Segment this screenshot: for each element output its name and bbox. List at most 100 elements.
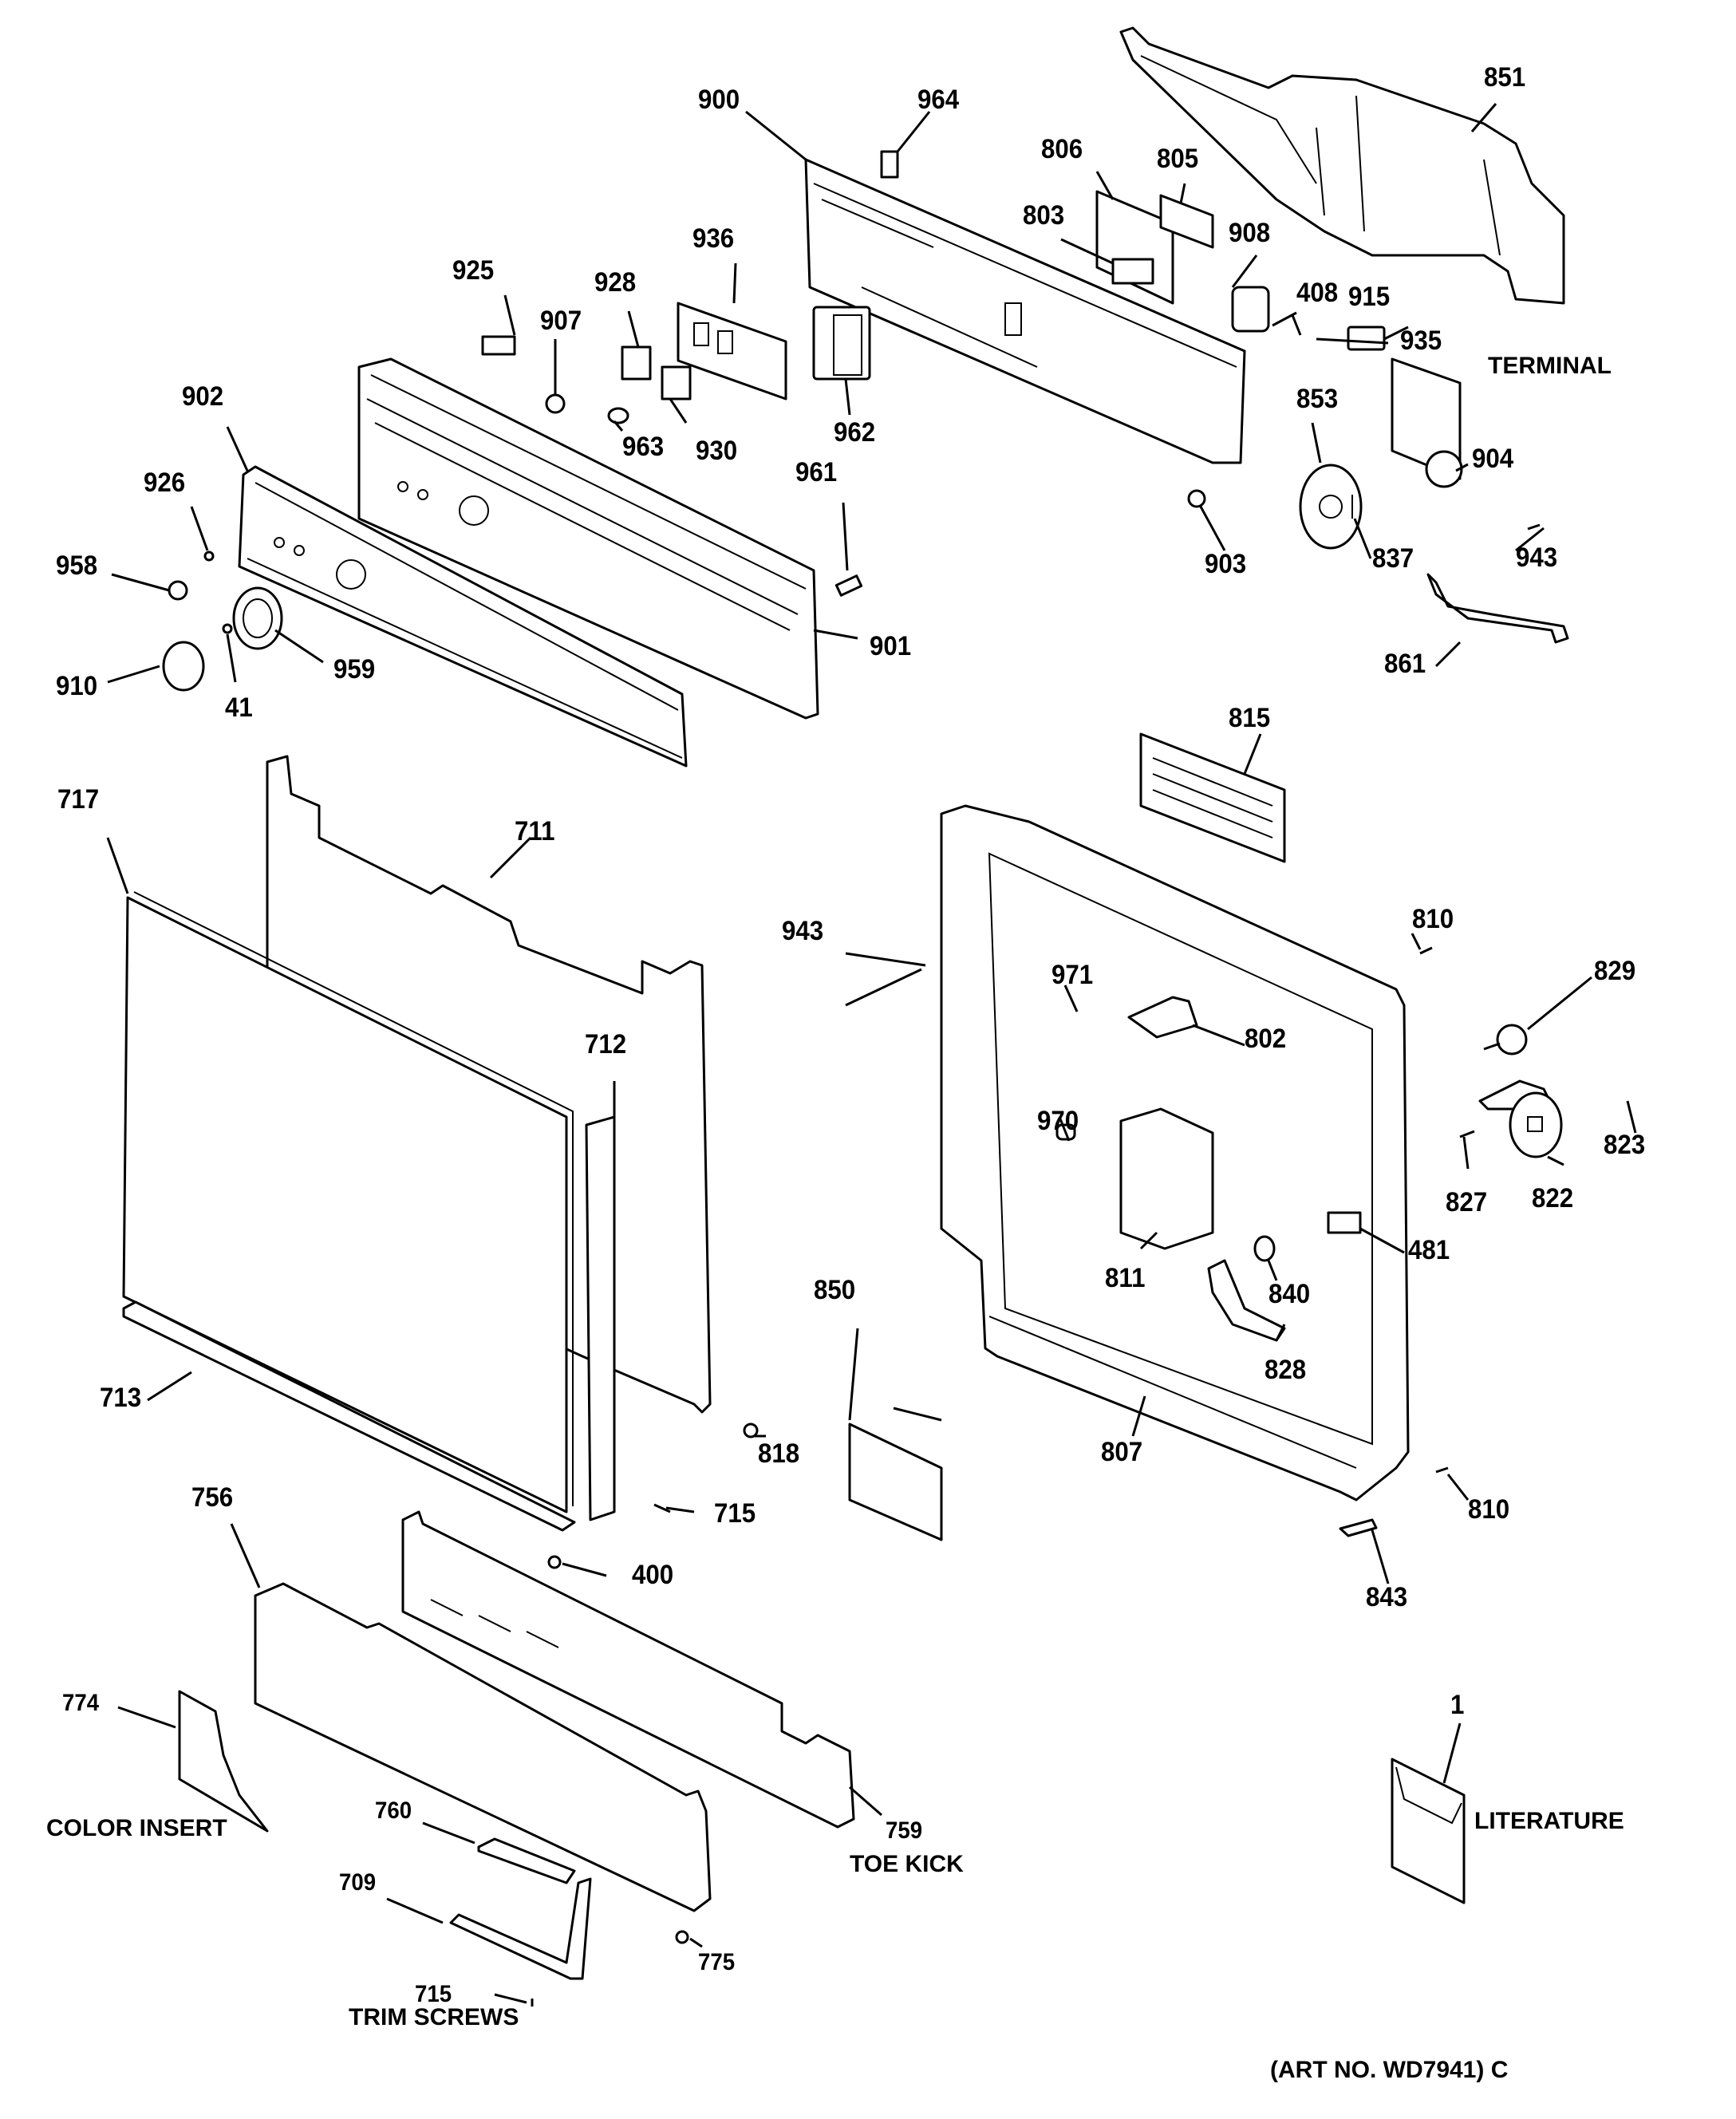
- label-910: 910: [56, 671, 98, 701]
- part-915-terminal: [1347, 326, 1386, 351]
- part-853-dial: [1299, 464, 1363, 550]
- part-925-component: [481, 335, 516, 356]
- part-760-bracket: [477, 1837, 576, 1884]
- part-851-duct: [1119, 26, 1565, 305]
- label-843: 843: [1366, 1582, 1408, 1612]
- label-811: 811: [1105, 1263, 1146, 1293]
- label-823: 823: [1604, 1130, 1646, 1160]
- label-805: 805: [1157, 144, 1199, 174]
- part-910-knob: [162, 641, 205, 692]
- part-774-color-insert: [178, 1690, 269, 1833]
- label-712: 712: [585, 1029, 627, 1060]
- part-900-control-frame: [804, 158, 1246, 464]
- label-818: 818: [758, 1438, 800, 1469]
- part-936-board: [677, 302, 787, 401]
- part-756-trim: [254, 1582, 712, 1912]
- part-715-screw: [653, 1503, 671, 1513]
- label-853: 853: [1296, 384, 1339, 414]
- part-811-dispenser: [1119, 1107, 1214, 1250]
- caption-trim-screws: TRIM SCREWS: [349, 2004, 519, 2030]
- part-904-timer: [1391, 357, 1463, 488]
- part-818-screw: [743, 1423, 759, 1438]
- art-number: (ART NO. WD7941) C: [1270, 2057, 1509, 2083]
- part-822-dial: [1509, 1091, 1563, 1158]
- label-715-trim: 715: [415, 1981, 452, 2007]
- label-717: 717: [57, 784, 100, 815]
- label-943-mid: 943: [782, 916, 824, 946]
- caption-color-insert: COLOR INSERT: [46, 1815, 227, 1841]
- part-943-screw: [1527, 523, 1541, 531]
- label-759: 759: [886, 1817, 923, 1844]
- part-961-pin: [834, 574, 863, 597]
- label-827: 827: [1446, 1187, 1488, 1217]
- part-408-screw: [1272, 311, 1297, 327]
- label-715-mid: 715: [714, 1498, 756, 1529]
- label-925: 925: [452, 255, 495, 286]
- part-959-bezel: [232, 586, 283, 650]
- label-901: 901: [870, 631, 912, 661]
- label-900: 900: [698, 85, 740, 115]
- part-843-clip: [1339, 1518, 1378, 1537]
- part-827-screw: [1459, 1130, 1475, 1138]
- label-400: 400: [632, 1560, 674, 1590]
- label-851: 851: [1484, 62, 1526, 93]
- part-964-clip: [880, 150, 899, 179]
- label-928: 928: [594, 267, 637, 298]
- label-915: 915: [1348, 282, 1391, 312]
- label-760: 760: [375, 1797, 412, 1824]
- label-810-top: 810: [1412, 904, 1454, 934]
- label-802: 802: [1245, 1024, 1287, 1054]
- part-810-screw-top: [1419, 946, 1433, 955]
- label-756: 756: [191, 1482, 234, 1513]
- part-907-button: [545, 393, 566, 414]
- part-41-clip: [222, 623, 233, 634]
- label-970: 970: [1037, 1106, 1079, 1136]
- part-829-knob: [1483, 1024, 1528, 1056]
- part-713-trim: [122, 1300, 576, 1532]
- part-840-spring: [1253, 1235, 1276, 1262]
- part-928-switch: [621, 345, 652, 381]
- label-902: 902: [182, 381, 224, 412]
- label-943-top: 943: [1516, 543, 1558, 573]
- part-806-board: [1095, 190, 1174, 305]
- part-943-screw-mid: [845, 968, 922, 1007]
- label-958: 958: [56, 550, 98, 581]
- part-717-door-panel: [122, 891, 574, 1513]
- label-907: 907: [540, 306, 582, 336]
- part-903-clip: [1187, 489, 1206, 508]
- label-828: 828: [1265, 1355, 1307, 1385]
- part-902-front-panel: [238, 465, 688, 767]
- label-775: 775: [698, 1949, 736, 1975]
- label-959: 959: [333, 654, 376, 685]
- part-901-console: [357, 357, 819, 720]
- part-709-bracket: [449, 1877, 592, 1980]
- label-926: 926: [144, 468, 186, 498]
- label-962: 962: [834, 417, 876, 448]
- part-926-clip: [203, 550, 215, 562]
- label-807: 807: [1101, 1437, 1143, 1467]
- leader-lines: [106, 103, 1637, 2004]
- label-904: 904: [1472, 444, 1514, 474]
- part-481-label: [1327, 1211, 1362, 1234]
- label-709: 709: [339, 1869, 377, 1896]
- label-481: 481: [1408, 1235, 1450, 1265]
- label-961: 961: [795, 457, 838, 487]
- caption-toe-kick: TOE KICK: [850, 1851, 964, 1877]
- label-1: 1: [1450, 1690, 1465, 1720]
- label-810-bottom: 810: [1468, 1494, 1510, 1525]
- label-822: 822: [1532, 1183, 1574, 1213]
- label-837: 837: [1372, 543, 1414, 574]
- label-903: 903: [1205, 549, 1247, 579]
- label-774: 774: [62, 1690, 100, 1716]
- label-963: 963: [622, 432, 665, 462]
- label-408: 408: [1296, 278, 1339, 308]
- part-400-fastener: [547, 1555, 562, 1569]
- label-829: 829: [1594, 956, 1636, 986]
- label-861: 861: [1384, 649, 1426, 679]
- part-861-lever: [1426, 573, 1569, 644]
- caption-literature: LITERATURE: [1474, 1808, 1624, 1834]
- part-802-latch: [1127, 996, 1198, 1039]
- part-963-spring: [607, 407, 629, 424]
- label-713: 713: [100, 1383, 142, 1413]
